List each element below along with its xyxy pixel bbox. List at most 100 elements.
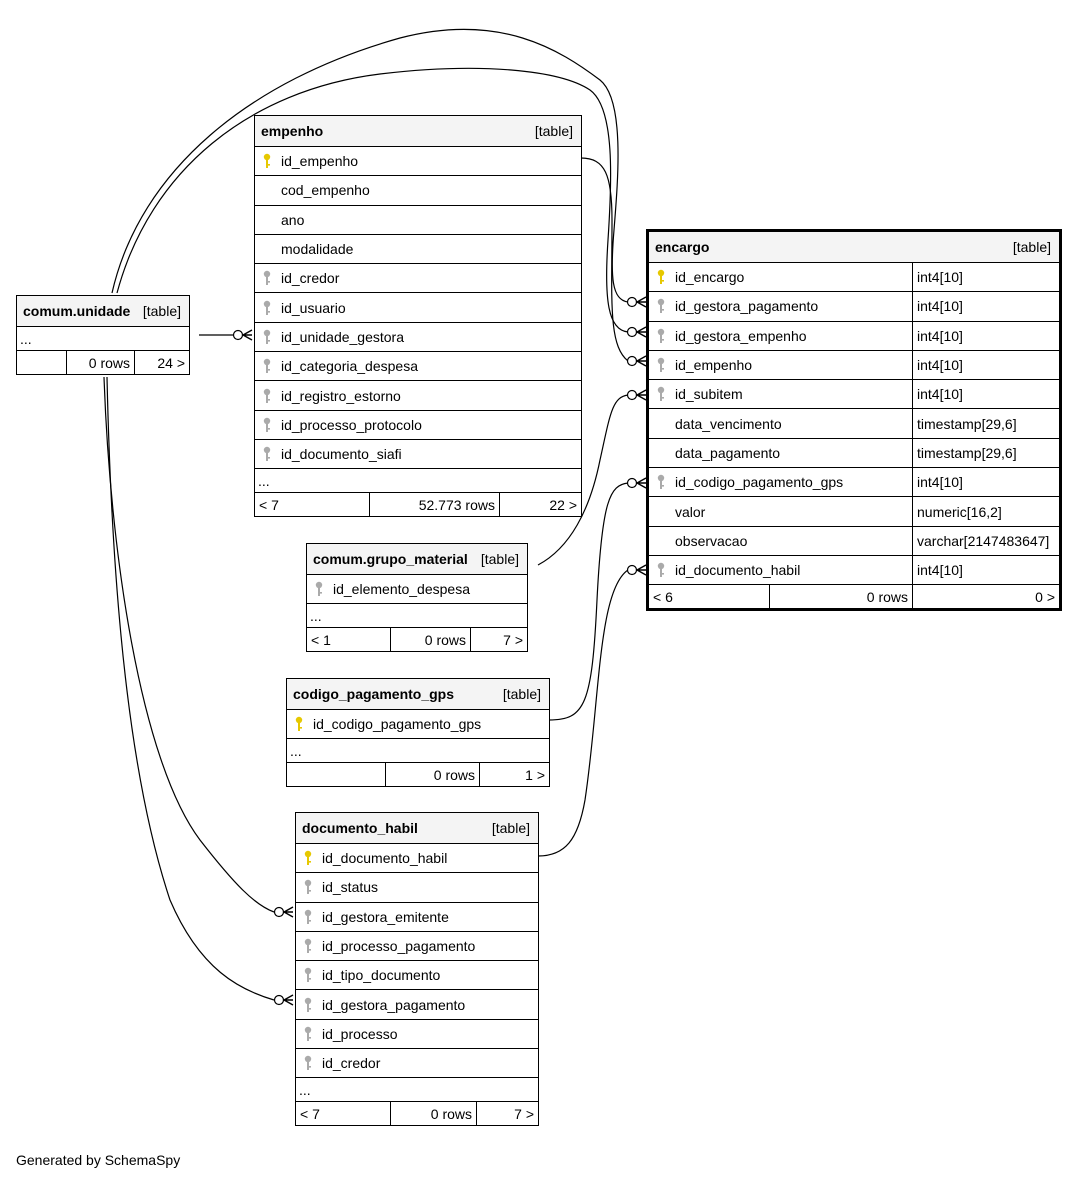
edge-unidade-encargo-gestora-empenho [116, 67, 629, 333]
column-row[interactable]: id_categoria_despesa [255, 351, 581, 380]
children-count[interactable]: 7 > [476, 1102, 538, 1126]
column-name: id_empenho [281, 153, 359, 170]
column-row[interactable]: id_processo_protocolo [255, 409, 581, 439]
column-row[interactable]: modalidade [255, 233, 581, 263]
parents-count[interactable]: < 1 [311, 631, 331, 648]
table-type: [table] [491, 820, 530, 836]
table-name: codigo_pagamento_gps [293, 686, 455, 702]
foreign-key-icon [263, 388, 271, 403]
column-row[interactable]: id_processo [296, 1018, 538, 1048]
table-type: [table] [534, 123, 573, 139]
column-type: int4[10] [912, 350, 1059, 380]
ellipsis-row: ... [255, 468, 581, 492]
column-name: id_unidade_gestora [281, 328, 404, 345]
column-row[interactable]: id_gestora_pagamento [296, 989, 538, 1018]
edge-unidade-doc-emitente [103, 376, 275, 913]
edge-documento-habil-encargo [537, 569, 629, 857]
table-documento-habil[interactable]: documento_habil[table]id_documento_habil… [295, 812, 539, 1127]
parents-count[interactable]: < 7 [300, 1105, 320, 1122]
column-row[interactable]: id_status [296, 872, 538, 901]
column-name: id_categoria_despesa [281, 358, 418, 375]
column-name: modalidade [281, 241, 354, 258]
column-row[interactable]: ano [255, 204, 581, 234]
table-header: comum.grupo_material[table] [307, 544, 527, 574]
column-row[interactable]: id_unidade_gestora [255, 321, 581, 351]
column-name: id_encargo [675, 269, 745, 286]
column-row[interactable]: id_empenho int4[10] [649, 349, 1059, 380]
parents-count[interactable] [287, 763, 385, 786]
foreign-key-icon [315, 581, 323, 597]
column-name: id_credor [281, 270, 340, 287]
row-count: 0 rows [390, 628, 470, 652]
table-header: empenho[table] [255, 116, 581, 146]
generated-by-note: Generated by SchemaSpy [16, 1152, 181, 1168]
column-row[interactable]: id_tipo_documento [296, 960, 538, 989]
column-name: id_gestora_pagamento [322, 996, 466, 1013]
parents-count[interactable]: < 6 [653, 588, 673, 605]
edge-gps-encargo [548, 482, 629, 721]
row-count: 52.773 rows [369, 493, 499, 517]
primary-key-icon [263, 153, 271, 169]
table-codigo-pagamento-gps[interactable]: codigo_pagamento_gps[table]id_codigo_pag… [286, 678, 550, 788]
column-row[interactable]: id_documento_habil [296, 843, 538, 872]
column-name: id_gestora_empenho [675, 327, 807, 344]
edge-grupo-material-encargo [537, 394, 629, 566]
column-name: ano [281, 211, 305, 228]
foreign-key-icon [304, 968, 312, 983]
column-row[interactable]: id_credor [255, 263, 581, 292]
row-count: 0 rows [390, 1102, 476, 1126]
column-row[interactable]: id_codigo_pagamento_gps [287, 709, 549, 738]
parents-count[interactable]: < 7 [259, 496, 279, 513]
primary-key-icon [295, 716, 303, 732]
column-row[interactable]: id_credor [296, 1048, 538, 1077]
table-header: encargo[table] [649, 232, 1059, 262]
table-name: comum.unidade [23, 303, 131, 319]
edge-unidade-encargo-gestora-pagamento [111, 28, 629, 303]
parents-count[interactable] [17, 351, 66, 374]
column-name: data_pagamento [675, 444, 781, 461]
column-row[interactable]: id_elemento_despesa [307, 574, 527, 603]
primary-key-icon [657, 269, 665, 285]
foreign-key-icon [304, 880, 312, 895]
children-count[interactable]: 1 > [479, 763, 549, 787]
foreign-key-icon [263, 446, 271, 462]
column-row[interactable]: id_empenho [255, 146, 581, 175]
children-count[interactable]: 7 > [470, 628, 527, 652]
column-type: int4[10] [912, 555, 1059, 585]
foreign-key-icon [263, 271, 271, 286]
column-name: id_elemento_despesa [333, 581, 470, 598]
column-name: data_vencimento [675, 415, 782, 432]
table-comum-grupo-material[interactable]: comum.grupo_material[table] id_elemento_d… [306, 543, 528, 653]
column-row[interactable]: id_registro_estorno [255, 380, 581, 409]
children-count[interactable]: 24 > [134, 351, 189, 374]
column-name: id_empenho [675, 357, 753, 374]
table-name: comum.grupo_material [313, 551, 468, 567]
column-type: int4[10] [912, 292, 1059, 321]
children-count[interactable]: 22 > [499, 493, 581, 517]
foreign-key-icon [263, 417, 271, 432]
column-type: numeric[16,2] [912, 497, 1059, 526]
column-row[interactable]: cod_empenho [255, 175, 581, 204]
table-comum-unidade[interactable]: comum.unidade [table] ... 0 rows 24 > [16, 295, 190, 375]
children-count[interactable]: 0 > [912, 585, 1059, 609]
column-row[interactable]: id_processo_pagamento [296, 930, 538, 960]
column-row[interactable]: id_gestora_emitente [296, 901, 538, 931]
column-row[interactable]: id_usuario [255, 292, 581, 321]
foreign-key-icon [657, 357, 665, 373]
column-row[interactable]: id_documento_siafi [255, 438, 581, 468]
